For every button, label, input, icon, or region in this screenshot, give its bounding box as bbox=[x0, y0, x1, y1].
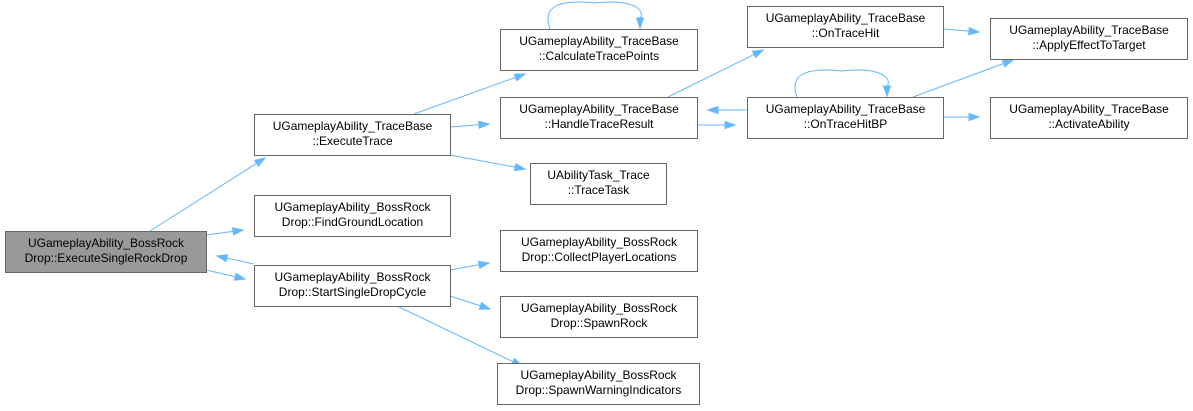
edge-root-to-executeTrace bbox=[149, 162, 257, 232]
node-box bbox=[990, 18, 1188, 60]
edge-onTraceHitBP-to-applyEffect bbox=[912, 63, 1004, 98]
edge-startCycle-to-spawnRock bbox=[449, 295, 481, 307]
edge-root-to-startCycle-arrowhead bbox=[233, 272, 247, 281]
node-label-line1: UGameplayAbility_BossRock bbox=[274, 200, 431, 214]
edge-handleResult-to-onTraceHitBP-arrowhead bbox=[724, 120, 737, 130]
edge-root-to-startCycle bbox=[205, 269, 236, 278]
node-label-line2: ::HandleTraceResult bbox=[545, 117, 655, 131]
edge-onTraceHitBP-to-activateAbility-arrowhead bbox=[968, 112, 981, 122]
edge-startCycle-to-collectPlayers-arrowhead bbox=[477, 260, 491, 269]
edge-root-to-findGround bbox=[205, 230, 234, 236]
edge-onTraceHit-to-applyEffect-arrowhead bbox=[968, 26, 981, 36]
node-label-line1: UGameplayAbility_TraceBase bbox=[1009, 102, 1169, 116]
node-label-line1: UGameplayAbility_BossRock bbox=[28, 236, 185, 250]
edge-startCycle-to-root-arrowhead bbox=[215, 254, 229, 263]
graph-node-applyEffect[interactable]: UGameplayAbility_TraceBase::ApplyEffectT… bbox=[990, 18, 1188, 60]
edge-executeTrace-to-handleResult bbox=[449, 124, 480, 128]
graph-node-executeTrace[interactable]: UGameplayAbility_TraceBase::ExecuteTrace bbox=[254, 114, 451, 156]
node-box bbox=[500, 29, 698, 71]
edge-onTraceHitBP-to-onTraceHitBP-arrowhead bbox=[882, 85, 892, 98]
node-box bbox=[254, 265, 451, 307]
graph-node-activateAbility[interactable]: UGameplayAbility_TraceBase::ActivateAbil… bbox=[990, 97, 1188, 139]
graph-node-onTraceHitBP[interactable]: UGameplayAbility_TraceBase::OnTraceHitBP bbox=[747, 97, 944, 139]
node-label-line2: ::ActivateAbility bbox=[1048, 117, 1129, 131]
node-label-line2: ::OnTraceHitBP bbox=[804, 117, 888, 131]
node-label-line2: ::ApplyEffectToTarget bbox=[1032, 38, 1146, 52]
node-label-line2: ::ExecuteTrace bbox=[312, 134, 393, 148]
graph-node-startCycle[interactable]: UGameplayAbility_BossRockDrop::StartSing… bbox=[254, 265, 451, 307]
node-label-line1: UGameplayAbility_BossRock bbox=[274, 270, 431, 284]
graph-node-traceTask[interactable]: UAbilityTask_Trace::TraceTask bbox=[530, 163, 667, 205]
node-box bbox=[500, 230, 698, 272]
call-graph-nodes: UGameplayAbility_BossRockDrop::ExecuteSi… bbox=[5, 6, 1188, 405]
graph-node-handleResult[interactable]: UGameplayAbility_TraceBase::HandleTraceR… bbox=[500, 97, 698, 139]
node-label-line2: Drop::ExecuteSingleRockDrop bbox=[25, 251, 188, 265]
node-box bbox=[5, 231, 207, 273]
edge-startCycle-to-spawnRock-arrowhead bbox=[478, 301, 492, 310]
edge-handleResult-to-onTraceHit bbox=[667, 53, 755, 98]
edge-onTraceHitBP-to-onTraceHitBP bbox=[794, 69, 889, 98]
graph-node-root[interactable]: UGameplayAbility_BossRockDrop::ExecuteSi… bbox=[5, 231, 207, 273]
edge-onTraceHit-to-applyEffect bbox=[942, 28, 970, 32]
edge-executeTrace-to-calcPoints bbox=[413, 76, 516, 115]
graph-node-spawnWarning[interactable]: UGameplayAbility_BossRockDrop::SpawnWarn… bbox=[497, 363, 700, 405]
graph-node-onTraceHit[interactable]: UGameplayAbility_TraceBase::OnTraceHit bbox=[747, 6, 944, 48]
call-graph-edges bbox=[149, 1, 1015, 367]
edge-startCycle-to-root bbox=[226, 257, 255, 265]
node-label-line1: UGameplayAbility_TraceBase bbox=[766, 11, 926, 25]
node-box bbox=[747, 6, 944, 48]
node-label-line1: UGameplayAbility_TraceBase bbox=[766, 102, 926, 116]
node-box bbox=[990, 97, 1188, 139]
node-box bbox=[497, 363, 700, 405]
graph-node-findGround[interactable]: UGameplayAbility_BossRockDrop::FindGroun… bbox=[254, 195, 451, 237]
edge-startCycle-to-collectPlayers bbox=[449, 264, 480, 271]
node-label-line2: Drop::FindGroundLocation bbox=[282, 215, 423, 229]
graph-node-calcPoints[interactable]: UGameplayAbility_TraceBase::CalculateTra… bbox=[500, 29, 698, 71]
edge-onTraceHitBP-to-applyEffect-arrowhead bbox=[1001, 59, 1015, 68]
edge-calcPoints-to-calcPoints bbox=[547, 1, 642, 30]
node-box bbox=[500, 97, 698, 139]
node-label-line1: UGameplayAbility_BossRock bbox=[520, 368, 677, 382]
edge-executeTrace-to-handleResult-arrowhead bbox=[478, 120, 491, 129]
graph-node-collectPlayers[interactable]: UGameplayAbility_BossRockDrop::CollectPl… bbox=[500, 230, 698, 272]
node-box bbox=[530, 163, 667, 205]
node-label-line2: ::CalculateTracePoints bbox=[539, 49, 659, 63]
node-label-line1: UGameplayAbility_TraceBase bbox=[273, 119, 433, 133]
node-box bbox=[500, 296, 698, 338]
node-label-line1: UGameplayAbility_BossRock bbox=[521, 235, 678, 249]
node-label-line1: UGameplayAbility_BossRock bbox=[521, 301, 678, 315]
node-label-line1: UGameplayAbility_TraceBase bbox=[519, 34, 679, 48]
edge-startCycle-to-spawnWarning bbox=[396, 305, 514, 363]
node-box bbox=[254, 195, 451, 237]
node-box bbox=[747, 97, 944, 139]
edge-calcPoints-to-calcPoints-arrowhead bbox=[635, 17, 645, 30]
node-box bbox=[254, 114, 451, 156]
node-label-line2: ::OnTraceHit bbox=[812, 26, 880, 40]
edge-executeTrace-to-calcPoints-arrowhead bbox=[513, 73, 527, 82]
node-label-line1: UAbilityTask_Trace bbox=[547, 168, 650, 182]
edge-root-to-executeTrace-arrowhead bbox=[253, 157, 267, 168]
edge-executeTrace-to-traceTask bbox=[449, 154, 516, 168]
node-label-line2: Drop::SpawnRock bbox=[551, 316, 649, 330]
edge-handleResult-to-onTraceHit-arrowhead bbox=[751, 49, 765, 59]
node-label-line2: Drop::CollectPlayerLocations bbox=[522, 250, 677, 264]
edge-onTraceHitBP-to-handleResult-arrowhead bbox=[706, 105, 719, 115]
node-label-line2: ::TraceTask bbox=[568, 183, 631, 197]
edge-executeTrace-to-traceTask-arrowhead bbox=[513, 162, 527, 172]
node-label-line1: UGameplayAbility_TraceBase bbox=[519, 102, 679, 116]
node-label-line2: Drop::StartSingleDropCycle bbox=[279, 285, 427, 299]
node-label-line1: UGameplayAbility_TraceBase bbox=[1009, 23, 1169, 37]
edge-root-to-findGround-arrowhead bbox=[232, 227, 245, 236]
node-label-line2: Drop::SpawnWarningIndicators bbox=[516, 383, 682, 397]
